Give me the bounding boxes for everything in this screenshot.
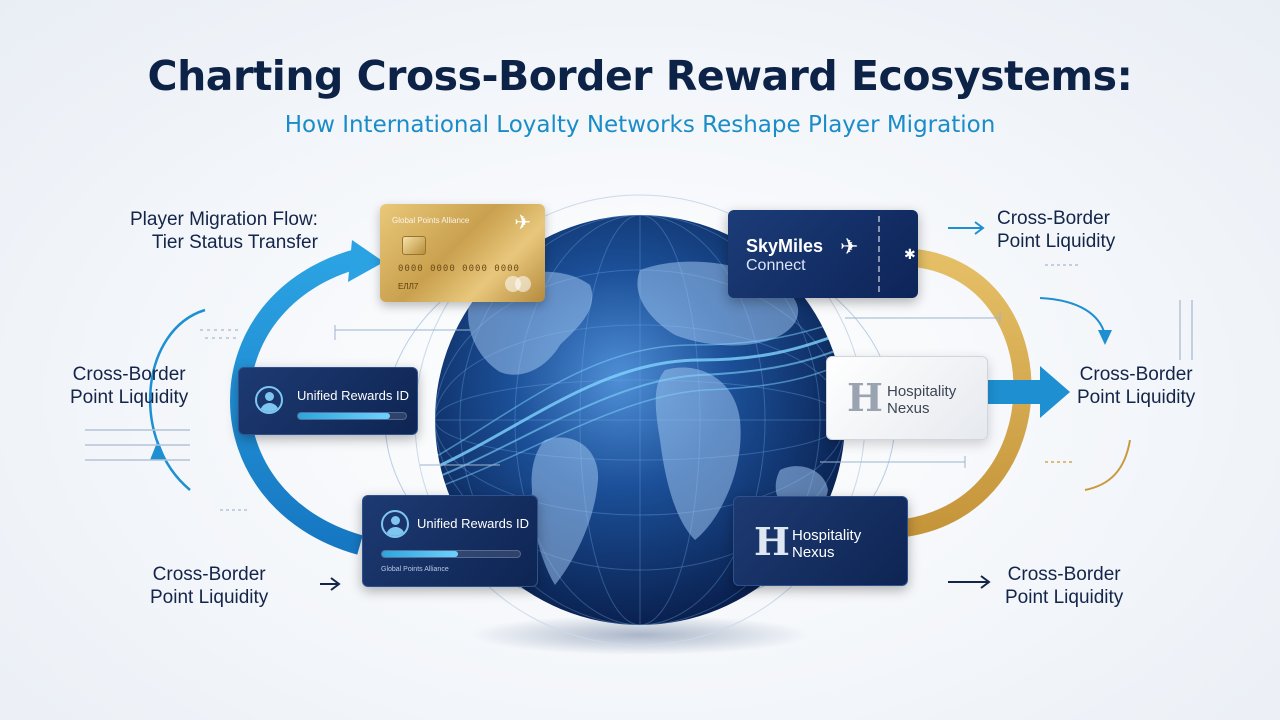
liquidity-line2: Point Liquidity [997, 231, 1116, 252]
flow-title-line1: Player Migration Flow: [130, 209, 318, 230]
liquidity-line1: Cross-Border [997, 208, 1110, 229]
skymiles-name: SkyMiles [746, 236, 824, 256]
liquidity-label-bottom-right: Cross-Border Point Liquidity [1005, 563, 1123, 609]
plane-icon: ✈ [840, 234, 859, 259]
liquidity-line2: Point Liquidity [1077, 387, 1196, 408]
user-avatar-icon [381, 510, 409, 538]
card-chip-icon [402, 236, 426, 255]
hospitality-name: Hospitality Nexus [887, 383, 956, 417]
page-title: Charting Cross-Border Reward Ecosystems: [147, 52, 1133, 100]
card-network-icon [505, 276, 531, 292]
liquidity-line2: Point Liquidity [150, 587, 269, 608]
card-footer-text: Global Points Alliance [381, 566, 449, 573]
right-curve-arrowhead [1098, 330, 1112, 345]
user-avatar-icon [255, 386, 283, 414]
right-gold-curve [1084, 439, 1131, 491]
light-streams [435, 317, 845, 491]
globe-shadow [470, 615, 810, 655]
unified-rewards-card-lower: Unified Rewards ID Global Points Allianc… [362, 495, 538, 587]
liquidity-label-left: Cross-Border Point Liquidity [70, 363, 188, 409]
blue-arc-arrowhead [348, 240, 384, 282]
skymiles-connect-ticket: SkyMiles Connect ✈ ✱ [728, 210, 918, 298]
hospitality-nexus-card-dark: H Hospitality Nexus [733, 496, 908, 586]
plane-icon: ✈ [514, 212, 531, 234]
right-flow-bar [988, 380, 1040, 404]
hospitality-name-line2: Nexus [887, 400, 930, 417]
liquidity-label-top-right: Cross-Border Point Liquidity [997, 207, 1115, 253]
rewards-progress-fill [298, 413, 390, 419]
liquidity-line1: Cross-Border [152, 564, 266, 585]
left-cycle-arrowhead [150, 440, 166, 460]
rewards-progress-bar [381, 550, 521, 558]
star-icon: ✱ [904, 246, 916, 262]
liquidity-line1: Cross-Border [72, 364, 186, 385]
hospitality-nexus-card-light: H Hospitality Nexus [826, 356, 988, 440]
rewards-progress-bar [297, 412, 407, 420]
hospitality-name-line1: Hospitality [792, 527, 862, 544]
liquidity-line1: Cross-Border [1079, 364, 1193, 385]
page-subtitle: How International Loyalty Networks Resha… [284, 112, 996, 138]
rewards-progress-fill [382, 551, 458, 557]
card-number: 0000 0000 0000 0000 [398, 264, 520, 274]
connector-lines [334, 312, 1001, 468]
flow-title-line2: Tier Status Transfer [151, 232, 318, 253]
liquidity-label-bottom-left: Cross-Border Point Liquidity [150, 563, 268, 609]
global-points-gold-card: Global Points Alliance ✈ 0000 0000 0000 … [380, 204, 545, 302]
right-curve-arrow [1039, 297, 1106, 336]
hospitality-name: Hospitality Nexus [792, 527, 861, 561]
card-holder: ЕЛЛ7 [398, 282, 419, 291]
unified-rewards-card-upper: Unified Rewards ID [238, 367, 418, 435]
hospitality-name-line2: Nexus [792, 544, 835, 561]
left-cycle-arrow [148, 308, 206, 491]
unified-rewards-label: Unified Rewards ID [297, 388, 409, 403]
decor-dashes [85, 264, 1193, 511]
label-arrows [320, 221, 991, 591]
right-flow-arrowhead [1040, 366, 1070, 418]
liquidity-line2: Point Liquidity [1005, 587, 1124, 608]
ticket-perforation [878, 216, 880, 292]
liquidity-label-mid-right: Cross-Border Point Liquidity [1077, 363, 1195, 409]
liquidity-line1: Cross-Border [1007, 564, 1121, 585]
skymiles-subname: Connect [746, 257, 806, 274]
card-issuer: Global Points Alliance [392, 216, 470, 225]
liquidity-line2: Point Liquidity [70, 387, 189, 408]
unified-rewards-label: Unified Rewards ID [417, 516, 529, 531]
hotel-logo-icon: H [754, 519, 790, 564]
flow-title-label: Player Migration Flow: Tier Status Trans… [130, 208, 318, 254]
hospitality-name-line1: Hospitality [887, 383, 957, 400]
hotel-logo-icon: H [847, 375, 883, 420]
